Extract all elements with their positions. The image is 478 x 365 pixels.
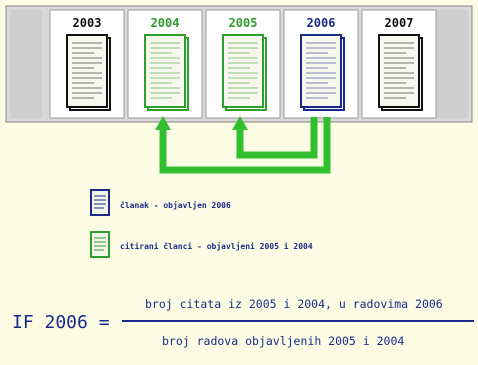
arrow-head-2004 — [155, 116, 171, 130]
arrow-2006-to-2004 — [159, 117, 331, 174]
year-cell-2006: 2006 — [283, 9, 359, 119]
legend-cited-icon — [90, 231, 110, 258]
legend-article-label: članak - objavljen 2006 — [120, 200, 231, 210]
document-icon — [66, 34, 111, 111]
impact-factor-formula: IF 2006 = broj citata iz 2005 i 2004, u … — [12, 297, 474, 348]
legend: članak - objavljen 2006 citirani članci … — [90, 189, 313, 258]
year-label: 2003 — [73, 16, 102, 30]
formula-numerator: broj citata iz 2005 i 2004, u radovima 2… — [145, 297, 443, 311]
formula-lhs: IF 2006 = — [12, 312, 110, 333]
legend-article-icon — [90, 189, 110, 216]
document-icon — [222, 34, 267, 111]
year-label: 2004 — [151, 16, 180, 30]
document-icon — [300, 34, 345, 111]
year-cell-2007: 2007 — [361, 9, 437, 119]
citation-arrows — [155, 116, 331, 174]
year-label: 2006 — [307, 16, 336, 30]
strip-right-edge — [436, 10, 468, 118]
legend-cited-label: citirani članci - objavljeni 2005 i 2004 — [120, 241, 313, 251]
year-label: 2007 — [385, 16, 414, 30]
year-cell-2003: 2003 — [49, 9, 125, 119]
year-cells: 2003 2004 2005 2006 2007 — [49, 9, 437, 119]
arrow-head-2005 — [232, 116, 248, 130]
document-icon — [378, 34, 423, 111]
year-cell-2004: 2004 — [127, 9, 203, 119]
year-label: 2005 — [229, 16, 258, 30]
strip-left-edge — [10, 10, 42, 118]
year-cell-2005: 2005 — [205, 9, 281, 119]
formula-denominator: broj radova objavljenih 2005 i 2004 — [162, 334, 404, 348]
document-icon — [144, 34, 189, 111]
arrow-2006-to-2005 — [236, 117, 318, 159]
